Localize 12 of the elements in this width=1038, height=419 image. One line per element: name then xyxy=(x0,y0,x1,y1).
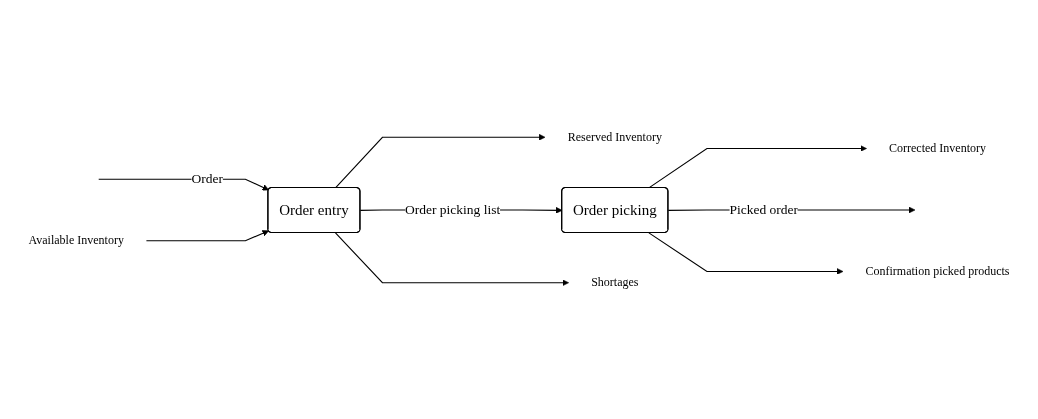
node-text: Corrected Inventory xyxy=(889,141,986,154)
arrow xyxy=(334,231,569,286)
node-text: Confirmation picked products xyxy=(865,264,1010,277)
edge-label: Picked order xyxy=(729,201,799,217)
node-text: Available Inventory xyxy=(28,233,124,247)
arrow xyxy=(334,133,546,188)
arrow xyxy=(648,231,844,275)
edge-label: Order xyxy=(191,170,223,186)
node-text: Reserved Inventory xyxy=(567,130,662,143)
arrow xyxy=(145,229,269,241)
edge-label: Order picking list xyxy=(404,201,501,217)
node-text: Shortages xyxy=(591,275,639,289)
